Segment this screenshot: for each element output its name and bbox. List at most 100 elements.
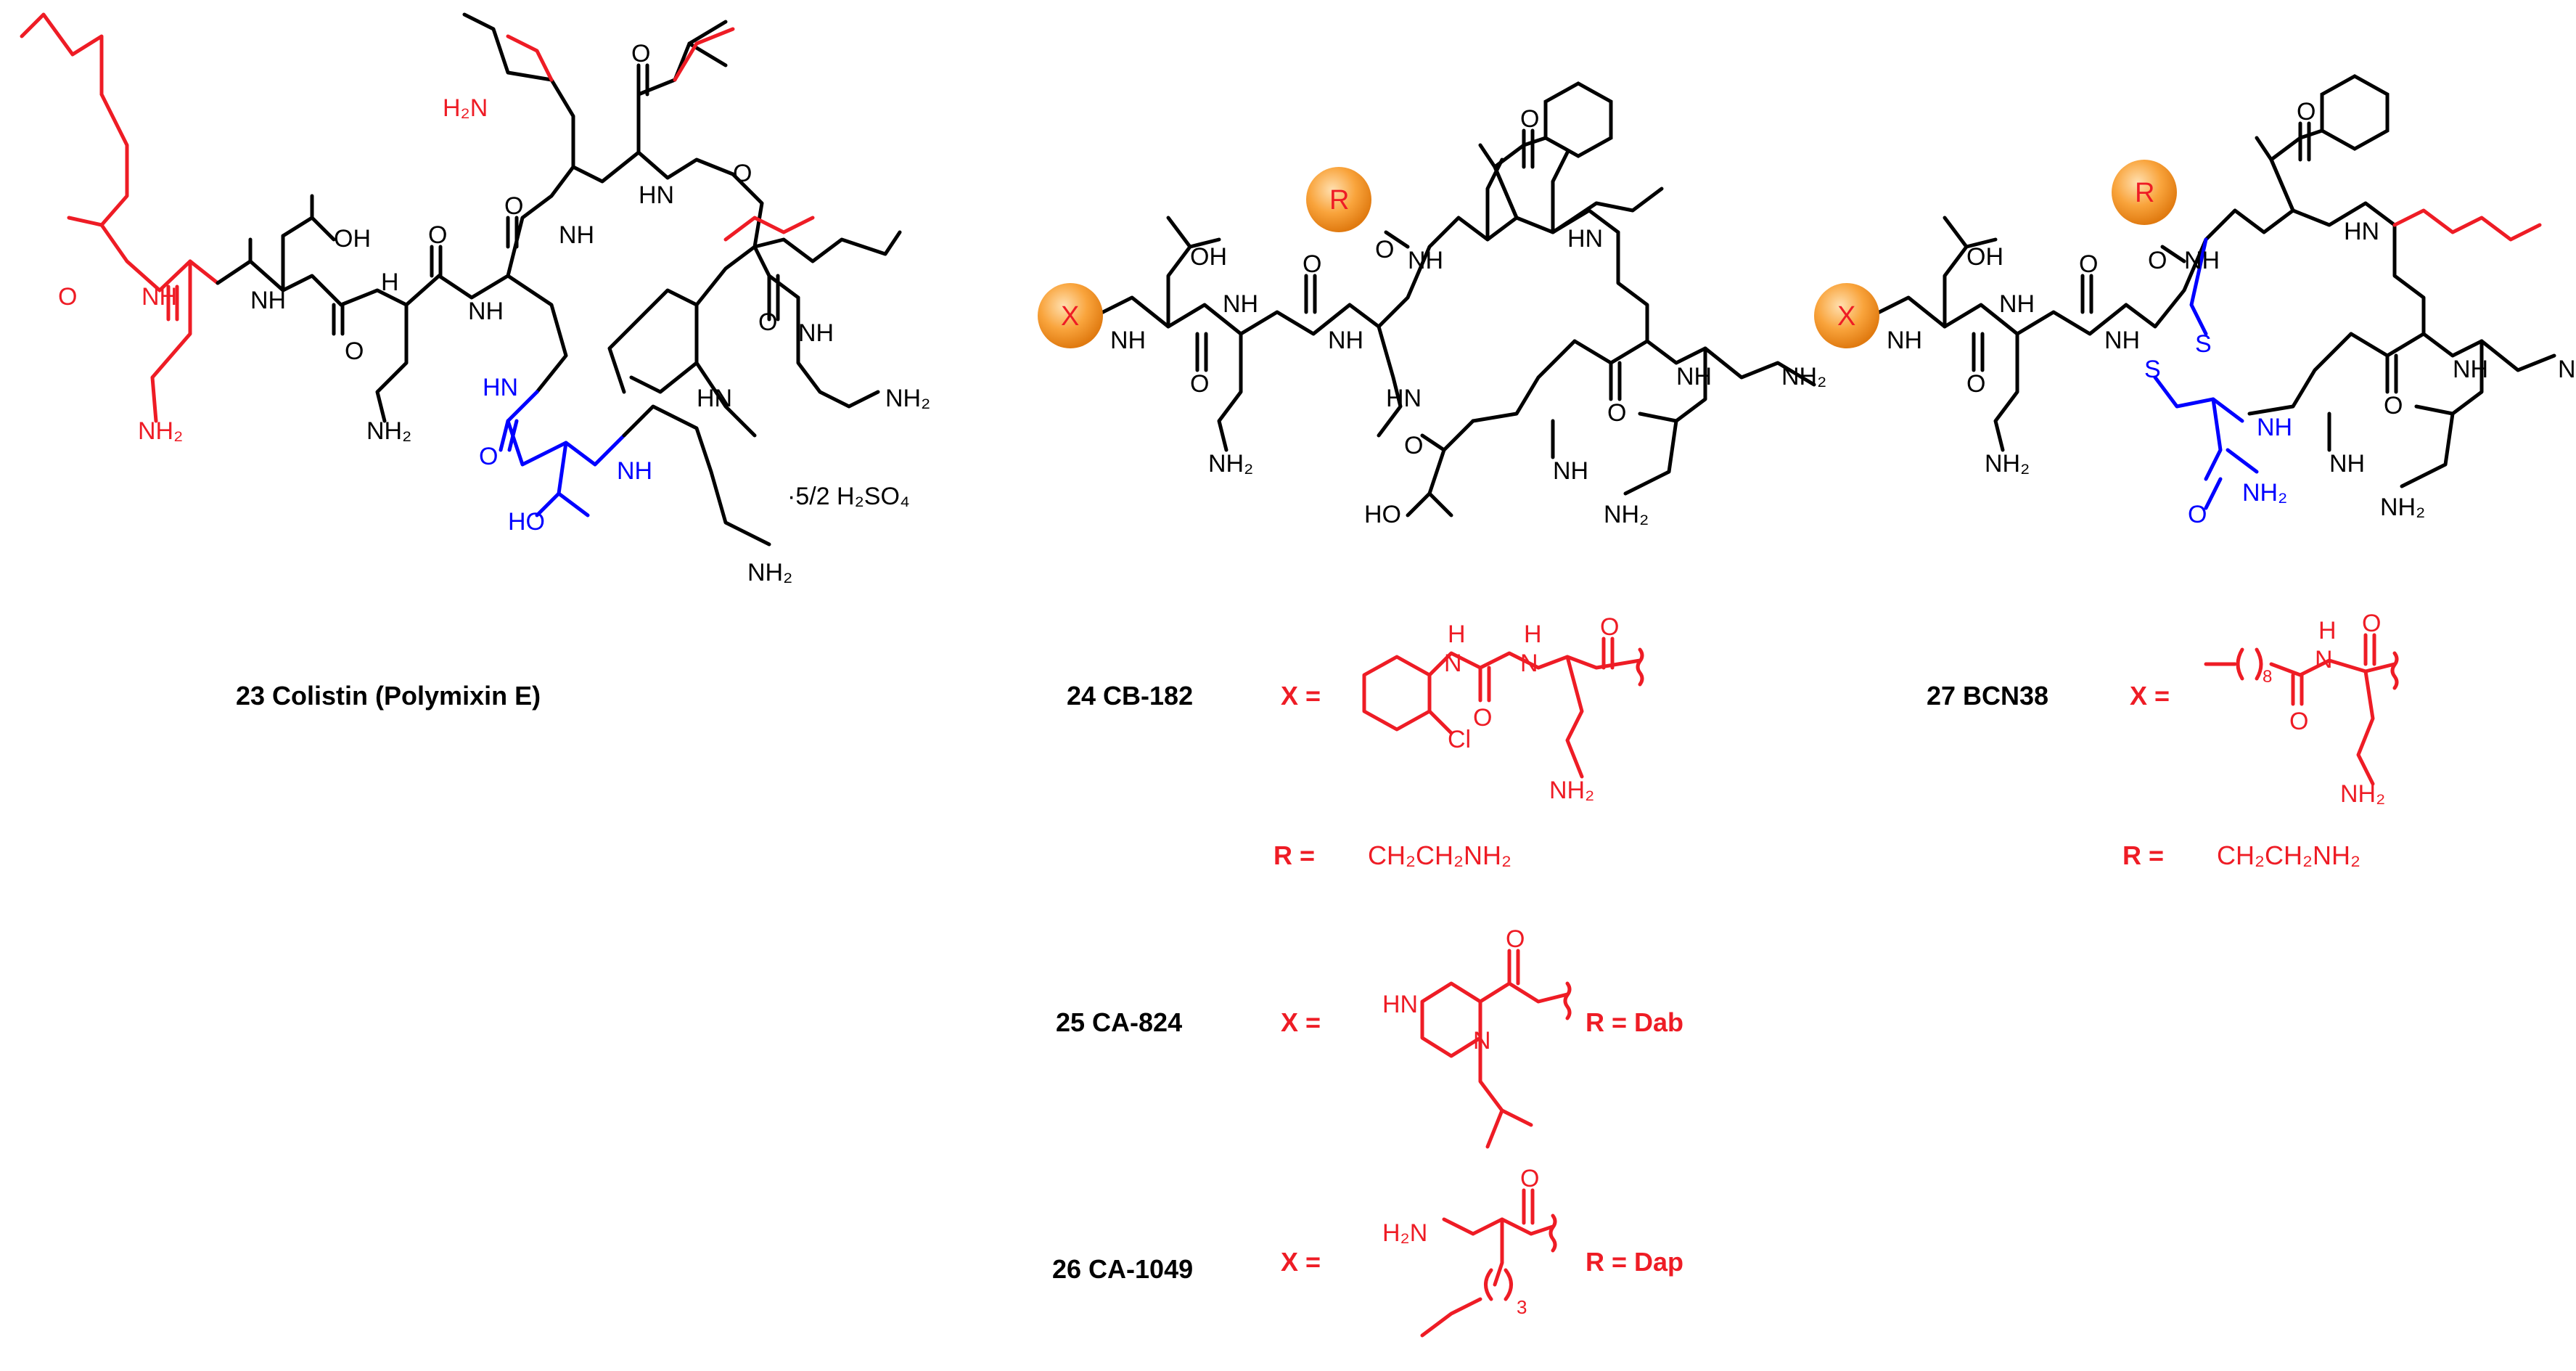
- atom-nh2: NH₂: [1549, 777, 1594, 804]
- atom-h: H: [1448, 621, 1466, 648]
- atom-n: N: [2315, 646, 2333, 674]
- atom-nh: NH: [1999, 290, 2035, 318]
- scaffold-atom-labels: OH NH O NH NH₂ O NH O NH O HN O NH NH₂ H…: [1110, 105, 1826, 528]
- atom-nh: NH: [798, 319, 834, 347]
- atom-nh: NH: [1223, 290, 1258, 318]
- atom-nh2: NH₂: [2380, 494, 2425, 521]
- atom-nh2: NH₂: [1985, 450, 2030, 478]
- atom-n: N: [1473, 1027, 1491, 1055]
- atom-o: O: [1404, 432, 1423, 459]
- cb182-x-group: [1362, 637, 1644, 779]
- bcn38-structure: [1863, 121, 2556, 488]
- ca1049-x-atoms: H₂N O 3: [1382, 1165, 1539, 1318]
- bcn38-x-atoms: 8 H N O O NH₂: [2263, 610, 2385, 808]
- r-definition-24: R =: [1273, 840, 1316, 870]
- x-substituent-marker: [1038, 283, 1103, 348]
- atom-nh2: NH₂: [366, 417, 411, 445]
- bcn38-blue-cys: [2153, 237, 2259, 510]
- atom-o: O: [2362, 610, 2381, 637]
- subscript-3: 3: [1517, 1296, 1527, 1318]
- atom-nh2: NH₂: [2558, 356, 2576, 383]
- atom-nh: NH: [141, 283, 177, 311]
- compound-label-25: 25 CA-824: [1056, 1007, 1183, 1037]
- atom-h2n: H₂N: [1382, 1219, 1427, 1247]
- atom-nh2: NH₂: [1208, 450, 1253, 478]
- colistin-atom-labels: OH NH O H NH₂ O NH O NH O HN O O NH NH₂ …: [250, 40, 930, 586]
- atom-hn: HN: [1386, 385, 1422, 412]
- atom-nh: NH: [1328, 327, 1363, 354]
- compound-label-26: 26 CA-1049: [1052, 1254, 1194, 1284]
- bcn38-phenyl: [2268, 74, 2390, 211]
- atom-ho: HO: [1364, 501, 1401, 528]
- x-definition-27: X =: [2130, 681, 2170, 711]
- colistin-red-atom-labels: H₂N O NH NH₂: [58, 94, 488, 445]
- atom-s: S: [2144, 356, 2161, 383]
- x-definition-26: X =: [1281, 1247, 1321, 1277]
- bcn38-blue-atom-labels: S S NH O NH₂: [2144, 330, 2292, 528]
- atom-o: O: [2289, 708, 2308, 735]
- atom-nh: NH: [2184, 247, 2220, 274]
- atom-s: S: [2195, 330, 2212, 358]
- bcn38-red-chain: [2392, 208, 2542, 242]
- colistin-backbone: [216, 12, 902, 438]
- colistin-blue-atom-labels: HN O NH HO: [479, 374, 652, 536]
- atom-cl: Cl: [1448, 726, 1471, 753]
- atom-hn: HN: [1382, 991, 1418, 1018]
- scaffold-phenyl: [1492, 81, 1613, 218]
- atom-o: O: [2079, 250, 2098, 278]
- atom-o: O: [1600, 613, 1619, 641]
- atom-hn: HN: [1567, 225, 1603, 253]
- atom-oh: OH: [1966, 243, 2003, 271]
- atom-h: H: [381, 269, 399, 296]
- colistin-blue-threonine: [499, 390, 626, 517]
- atom-o: O: [479, 443, 498, 470]
- colistin-red-residues: [506, 27, 815, 242]
- atom-nh: NH: [2453, 356, 2488, 383]
- atom-o: O: [2148, 247, 2167, 274]
- colistin-salt: ·5/2 H₂SO₄: [787, 483, 910, 510]
- compound-label-23: 23 Colistin (Polymixin E): [236, 681, 541, 711]
- colistin-structure: [20, 12, 902, 547]
- atom-o: O: [2297, 98, 2315, 126]
- atom-h: H: [1524, 621, 1542, 648]
- atom-nh: NH: [2257, 414, 2292, 441]
- ca824-x-group: [1420, 949, 1572, 1149]
- atom-o: O: [733, 160, 752, 187]
- atom-o: O: [1520, 1165, 1539, 1192]
- atom-nh: NH: [1408, 247, 1443, 274]
- atom-nh: NH: [250, 287, 286, 314]
- atom-o: O: [1966, 370, 1985, 398]
- atom-o: O: [631, 40, 650, 67]
- scaffold-x-r-structure: [1086, 128, 1816, 517]
- x-label: X: [1061, 301, 1079, 332]
- ca1049-x-group: [1420, 1188, 1557, 1338]
- atom-nh: NH: [1676, 363, 1712, 390]
- atom-o: O: [1303, 250, 1321, 278]
- atom-oh: OH: [334, 225, 371, 253]
- atom-nh2: NH₂: [885, 385, 930, 412]
- atom-o: O: [428, 221, 447, 249]
- atom-h2n: H₂N: [443, 94, 488, 122]
- atom-nh2: NH₂: [2242, 479, 2287, 507]
- atom-nh: NH: [1887, 327, 1922, 354]
- atom-nh: NH: [559, 221, 594, 249]
- atom-nh: NH: [617, 457, 652, 485]
- r-definition-25: R = Dab: [1586, 1007, 1684, 1037]
- atom-hn: HN: [639, 181, 674, 209]
- atom-nh: NH: [468, 298, 504, 325]
- r-definition-26: R = Dap: [1586, 1247, 1684, 1277]
- atom-o: O: [504, 192, 523, 220]
- atom-o: O: [1190, 370, 1209, 398]
- r-substituent-marker: [2112, 160, 2177, 225]
- atom-nh2: NH₂: [1604, 501, 1649, 528]
- atom-o: O: [2188, 501, 2207, 528]
- atom-ho: HO: [508, 508, 545, 536]
- ca824-x-atoms: HN N O: [1382, 925, 1525, 1055]
- atom-nh2: NH₂: [747, 559, 792, 586]
- atom-o: O: [1607, 399, 1626, 427]
- subscript-8: 8: [2263, 667, 2272, 687]
- atom-o: O: [58, 283, 77, 311]
- atom-o: O: [758, 308, 777, 336]
